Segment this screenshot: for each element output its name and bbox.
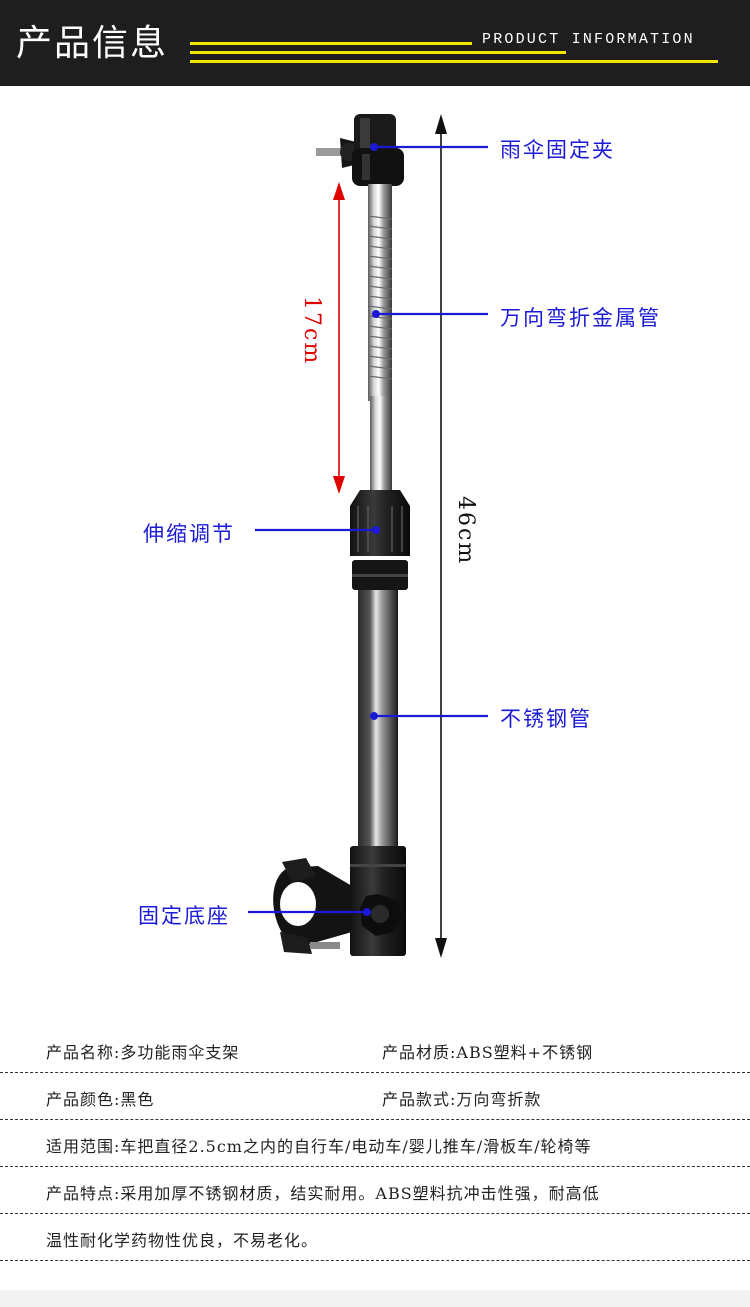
label-umbrella-clamp: 雨伞固定夹 [500, 138, 615, 162]
dimension-17cm-label: 17cm [299, 296, 324, 366]
spec-row-2: 产品颜色:黑色 产品款式:万向弯折款 [0, 1072, 750, 1120]
spec-features-line-2: 温性耐化学药物性优良，不易老化。 [46, 1231, 319, 1250]
callout-dots [363, 143, 380, 916]
spec-product-color: 产品颜色:黑色 [46, 1090, 155, 1109]
dimension-46cm-label: 46cm [453, 496, 478, 566]
umbrella-clamp [352, 114, 404, 186]
spec-features-line-1: 产品特点:采用加厚不锈钢材质，结实耐用。ABS塑料抗冲击性强，耐高低 [46, 1184, 600, 1203]
spec-product-material: 产品材质:ABS塑料+不锈钢 [382, 1043, 594, 1062]
dimension-arrow-46cm [435, 114, 447, 958]
footer-strip [0, 1290, 750, 1307]
spec-row-1: 产品名称:多功能雨伞支架 产品材质:ABS塑料+不锈钢 [0, 1025, 750, 1073]
umbrella-holder-illustration [248, 114, 488, 958]
clamp-screw [316, 138, 358, 168]
accent-line-lower [190, 60, 718, 63]
spec-applicable-scope: 适用范围:车把直径2.5cm之内的自行车/电动车/婴儿推车/滑板车/轮椅等 [46, 1137, 592, 1156]
accent-line-middle [190, 51, 566, 54]
flex-gooseneck [367, 191, 393, 401]
label-flex-tube: 万向弯折金属管 [500, 306, 661, 330]
base-mount [273, 846, 406, 956]
spec-row-3: 适用范围:车把直径2.5cm之内的自行车/电动车/婴儿推车/滑板车/轮椅等 [0, 1119, 750, 1167]
spec-row-5: 温性耐化学药物性优良，不易老化。 [0, 1213, 750, 1261]
dimension-arrow-17cm [333, 182, 345, 494]
accent-line-upper [190, 42, 472, 45]
page-subtitle: PRODUCT INFORMATION [482, 31, 695, 48]
telescopic-adjust-knob [350, 490, 410, 590]
inner-telescopic-tube [370, 396, 392, 496]
label-telescopic-adjust: 伸缩调节 [143, 522, 235, 546]
page-title: 产品信息 [16, 23, 169, 64]
spec-row-4: 产品特点:采用加厚不锈钢材质，结实耐用。ABS塑料抗冲击性强，耐高低 [0, 1166, 750, 1214]
spec-product-name: 产品名称:多功能雨伞支架 [46, 1043, 240, 1062]
label-steel-tube: 不锈钢管 [500, 707, 592, 731]
callout-lines [248, 145, 488, 914]
header-bar: 产品信息 PRODUCT INFORMATION [0, 0, 750, 86]
product-diagram: 雨伞固定夹 万向弯折金属管 伸缩调节 不锈钢管 固定底座 17cm 46cm [0, 86, 750, 1026]
stainless-steel-tube [358, 590, 398, 848]
spec-product-style: 产品款式:万向弯折款 [382, 1090, 542, 1109]
label-base-mount: 固定底座 [138, 904, 230, 928]
